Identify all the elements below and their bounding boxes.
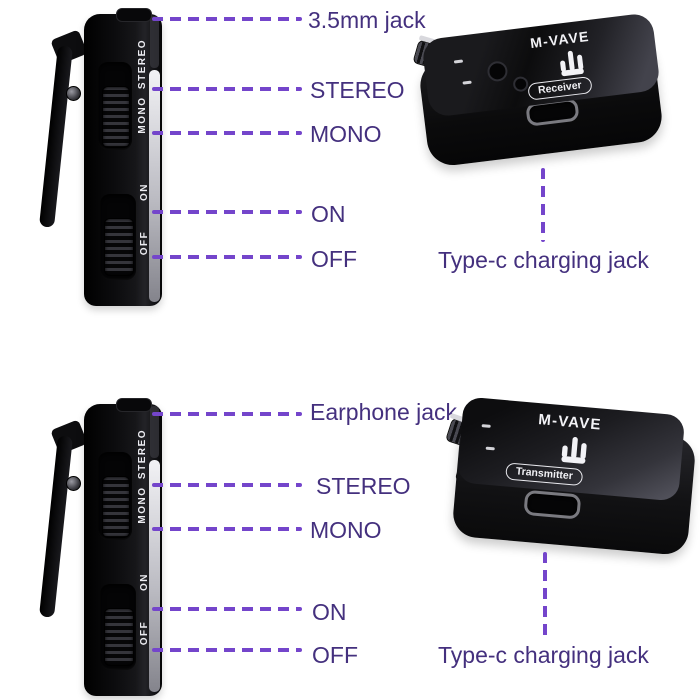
usb-c-port	[523, 489, 582, 520]
leader-line-jack	[152, 17, 302, 21]
receiver-top-face: M-VAVE Receiver	[421, 12, 661, 118]
front-edge-highlight	[149, 70, 160, 302]
receiver-device: M-VAVE Receiver	[412, 12, 690, 178]
body-highlight	[150, 406, 159, 458]
audio-jack-port	[116, 398, 152, 412]
body-highlight	[150, 16, 159, 68]
top-section: STEREO MONO ON OFF 3.5mm jack STEREO MON…	[0, 0, 690, 310]
device-on-text: ON	[139, 183, 150, 201]
leader-line-on	[152, 210, 302, 214]
role-badge: Receiver	[527, 76, 593, 101]
label-on: ON	[311, 201, 346, 227]
pairing-button	[486, 60, 509, 83]
label-type-c: Type-c charging jack	[438, 247, 649, 273]
leader-line-jack	[152, 412, 302, 416]
mvave-cactus-logo-icon	[561, 436, 587, 464]
label-on: ON	[312, 599, 347, 625]
leader-line-off	[152, 255, 302, 259]
clip-screw	[66, 476, 81, 491]
label-off: OFF	[311, 246, 357, 272]
leader-line-stereo	[152, 483, 302, 487]
back-clip	[39, 435, 73, 618]
back-clip	[39, 45, 73, 228]
leader-line-usb	[543, 552, 547, 638]
power-switch-knob	[104, 608, 134, 666]
side-view-device-top: STEREO MONO ON OFF	[0, 0, 310, 310]
indicator-mark	[485, 446, 495, 451]
label-35mm-jack: 3.5mm jack	[308, 7, 426, 33]
leader-line-on	[152, 607, 302, 611]
leader-line-mono	[152, 527, 302, 531]
device-stereo-text: STEREO	[137, 38, 148, 90]
bottom-section: STEREO MONO ON OFF Earphone jack STEREO …	[0, 390, 700, 700]
mvave-cactus-logo-icon	[560, 50, 584, 77]
indicator-mark	[462, 80, 472, 85]
device-on-text: ON	[139, 573, 150, 591]
transmitter-top-face: M-VAVE Transmitter	[456, 396, 686, 502]
leader-line-off	[152, 648, 302, 652]
side-view-device-bottom: STEREO MONO ON OFF	[0, 390, 310, 700]
device-mono-text: MONO	[137, 486, 148, 524]
transmitter-device: M-VAVE Transmitter	[445, 396, 700, 563]
device-off-text: OFF	[139, 620, 150, 646]
leader-line-mono	[152, 131, 302, 135]
label-stereo: STEREO	[316, 473, 411, 499]
label-off: OFF	[312, 642, 358, 668]
indicator-mark	[481, 424, 491, 428]
front-edge-highlight	[149, 460, 160, 692]
indicator-mark	[453, 59, 464, 64]
leader-line-usb	[541, 168, 545, 242]
label-mono: MONO	[310, 517, 382, 543]
device-stereo-text: STEREO	[137, 428, 148, 480]
power-switch-knob	[104, 218, 134, 276]
label-mono: MONO	[310, 121, 382, 147]
device-off-text: OFF	[139, 230, 150, 256]
label-earphone-jack: Earphone jack	[310, 399, 458, 425]
label-type-c: Type-c charging jack	[438, 642, 649, 668]
leader-line-stereo	[152, 87, 302, 91]
stereo-mono-switch-knob	[102, 476, 130, 538]
audio-jack-port	[116, 8, 152, 22]
brand-text: M-VAVE	[537, 411, 603, 434]
mic-hole	[512, 75, 530, 93]
device-mono-text: MONO	[137, 96, 148, 134]
label-stereo: STEREO	[310, 77, 405, 103]
stereo-mono-switch-knob	[102, 86, 130, 148]
clip-screw	[66, 86, 81, 101]
